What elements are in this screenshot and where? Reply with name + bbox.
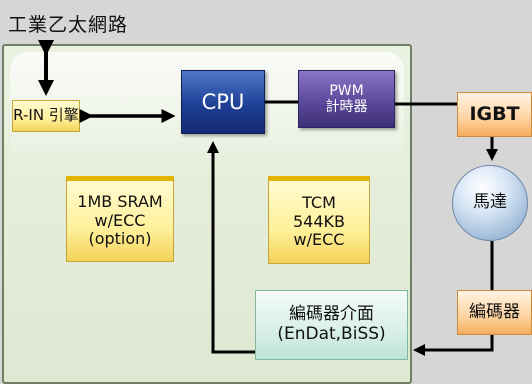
r-in-engine-label: R-IN 引擎 bbox=[13, 106, 79, 125]
igbt-block: IGBT bbox=[457, 92, 532, 137]
cpu-block: CPU bbox=[181, 70, 265, 134]
encoder-block: 編碼器 bbox=[457, 290, 532, 335]
r-in-engine-block: R-IN 引擎 bbox=[12, 100, 80, 132]
cpu-label: CPU bbox=[201, 89, 245, 114]
pwm-label-line-1: PWM bbox=[329, 82, 364, 99]
encoder-label: 編碼器 bbox=[469, 301, 520, 322]
encoder-interface-block: 編碼器介面 (EnDat,BiSS) bbox=[255, 290, 408, 360]
sram-label-line-3: (option) bbox=[88, 229, 152, 249]
tcm-label-line-3: w/ECC bbox=[293, 230, 345, 250]
tcm-label-line-2: 544KB bbox=[292, 211, 345, 231]
tcm-label-line-1: TCM bbox=[302, 193, 336, 213]
sram-label-line-1: 1MB SRAM bbox=[77, 192, 163, 212]
pwm-label-line-2: 計時器 bbox=[325, 99, 368, 115]
pwm-timer-block: PWM 計時器 bbox=[298, 70, 395, 128]
encoder-interface-label-line-2: (EnDat,BiSS) bbox=[277, 324, 386, 344]
igbt-label: IGBT bbox=[469, 102, 520, 125]
encoder-interface-label-line-1: 編碼器介面 bbox=[289, 304, 374, 325]
ethernet-label: 工業乙太網路 bbox=[8, 14, 129, 36]
encoder-interface-arrow bbox=[413, 335, 494, 356]
motor-block: 馬達 bbox=[452, 165, 528, 241]
sram-label-line-2: w/ECC bbox=[94, 210, 146, 230]
tcm-block: TCM 544KB w/ECC bbox=[268, 176, 370, 264]
motor-label: 馬達 bbox=[473, 192, 507, 213]
sram-block: 1MB SRAM w/ECC (option) bbox=[66, 176, 174, 262]
